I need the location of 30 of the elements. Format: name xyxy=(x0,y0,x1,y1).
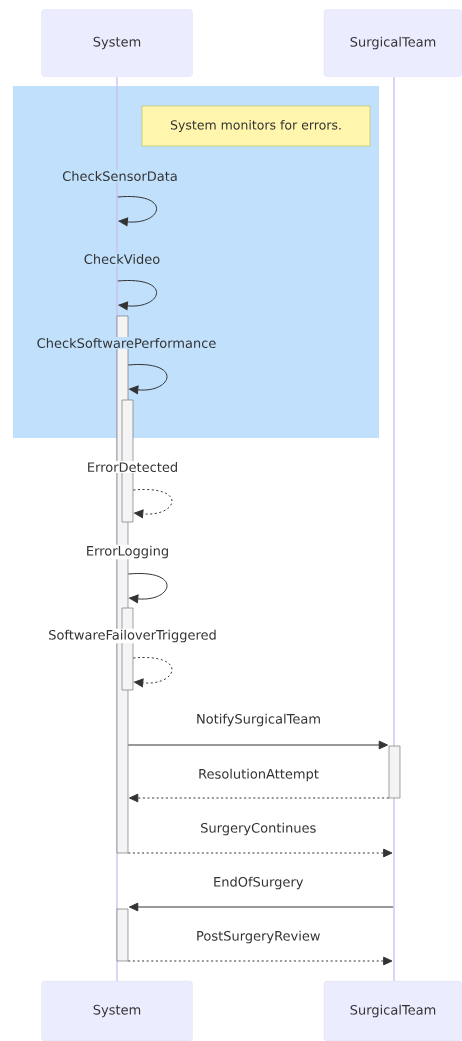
message-arrow xyxy=(127,848,393,858)
participant-box: System xyxy=(41,9,193,77)
message-label: ResolutionAttempt xyxy=(199,768,319,782)
self-message-arrow xyxy=(132,657,173,688)
message-arrow xyxy=(129,793,390,803)
self-message-arrow xyxy=(132,489,173,519)
message-label: CheckVideo xyxy=(84,254,160,265)
message-label: CheckSensorData xyxy=(62,171,177,182)
self-message-arrow xyxy=(117,280,158,311)
self-message-arrow xyxy=(117,196,158,227)
message-arrow xyxy=(127,740,388,750)
participant-box: System xyxy=(41,980,193,1041)
lifeline xyxy=(393,77,395,981)
message-label: EndOfSurgery xyxy=(214,876,304,890)
message-arrow xyxy=(129,902,394,912)
participant-box: SurgicalTeam xyxy=(323,9,462,77)
message-label: CheckSoftwarePerformance xyxy=(37,337,216,349)
self-message-arrow xyxy=(127,573,168,604)
activation-bar xyxy=(116,908,129,962)
message-label: SurgeryContinues xyxy=(201,822,316,836)
message-label: NotifySurgicalTeam xyxy=(197,713,320,727)
participant-box: SurgicalTeam xyxy=(323,980,462,1041)
message-label: ErrorLogging xyxy=(87,545,168,559)
activation-bar xyxy=(388,745,401,799)
self-message-arrow xyxy=(127,364,168,395)
message-label: PostSurgeryReview xyxy=(197,930,320,944)
message-arrow xyxy=(127,956,393,966)
message-label: SoftwareFailoverTriggered xyxy=(49,629,216,643)
message-label: ErrorDetected xyxy=(88,461,177,473)
note-box: System monitors for errors. xyxy=(141,105,371,147)
